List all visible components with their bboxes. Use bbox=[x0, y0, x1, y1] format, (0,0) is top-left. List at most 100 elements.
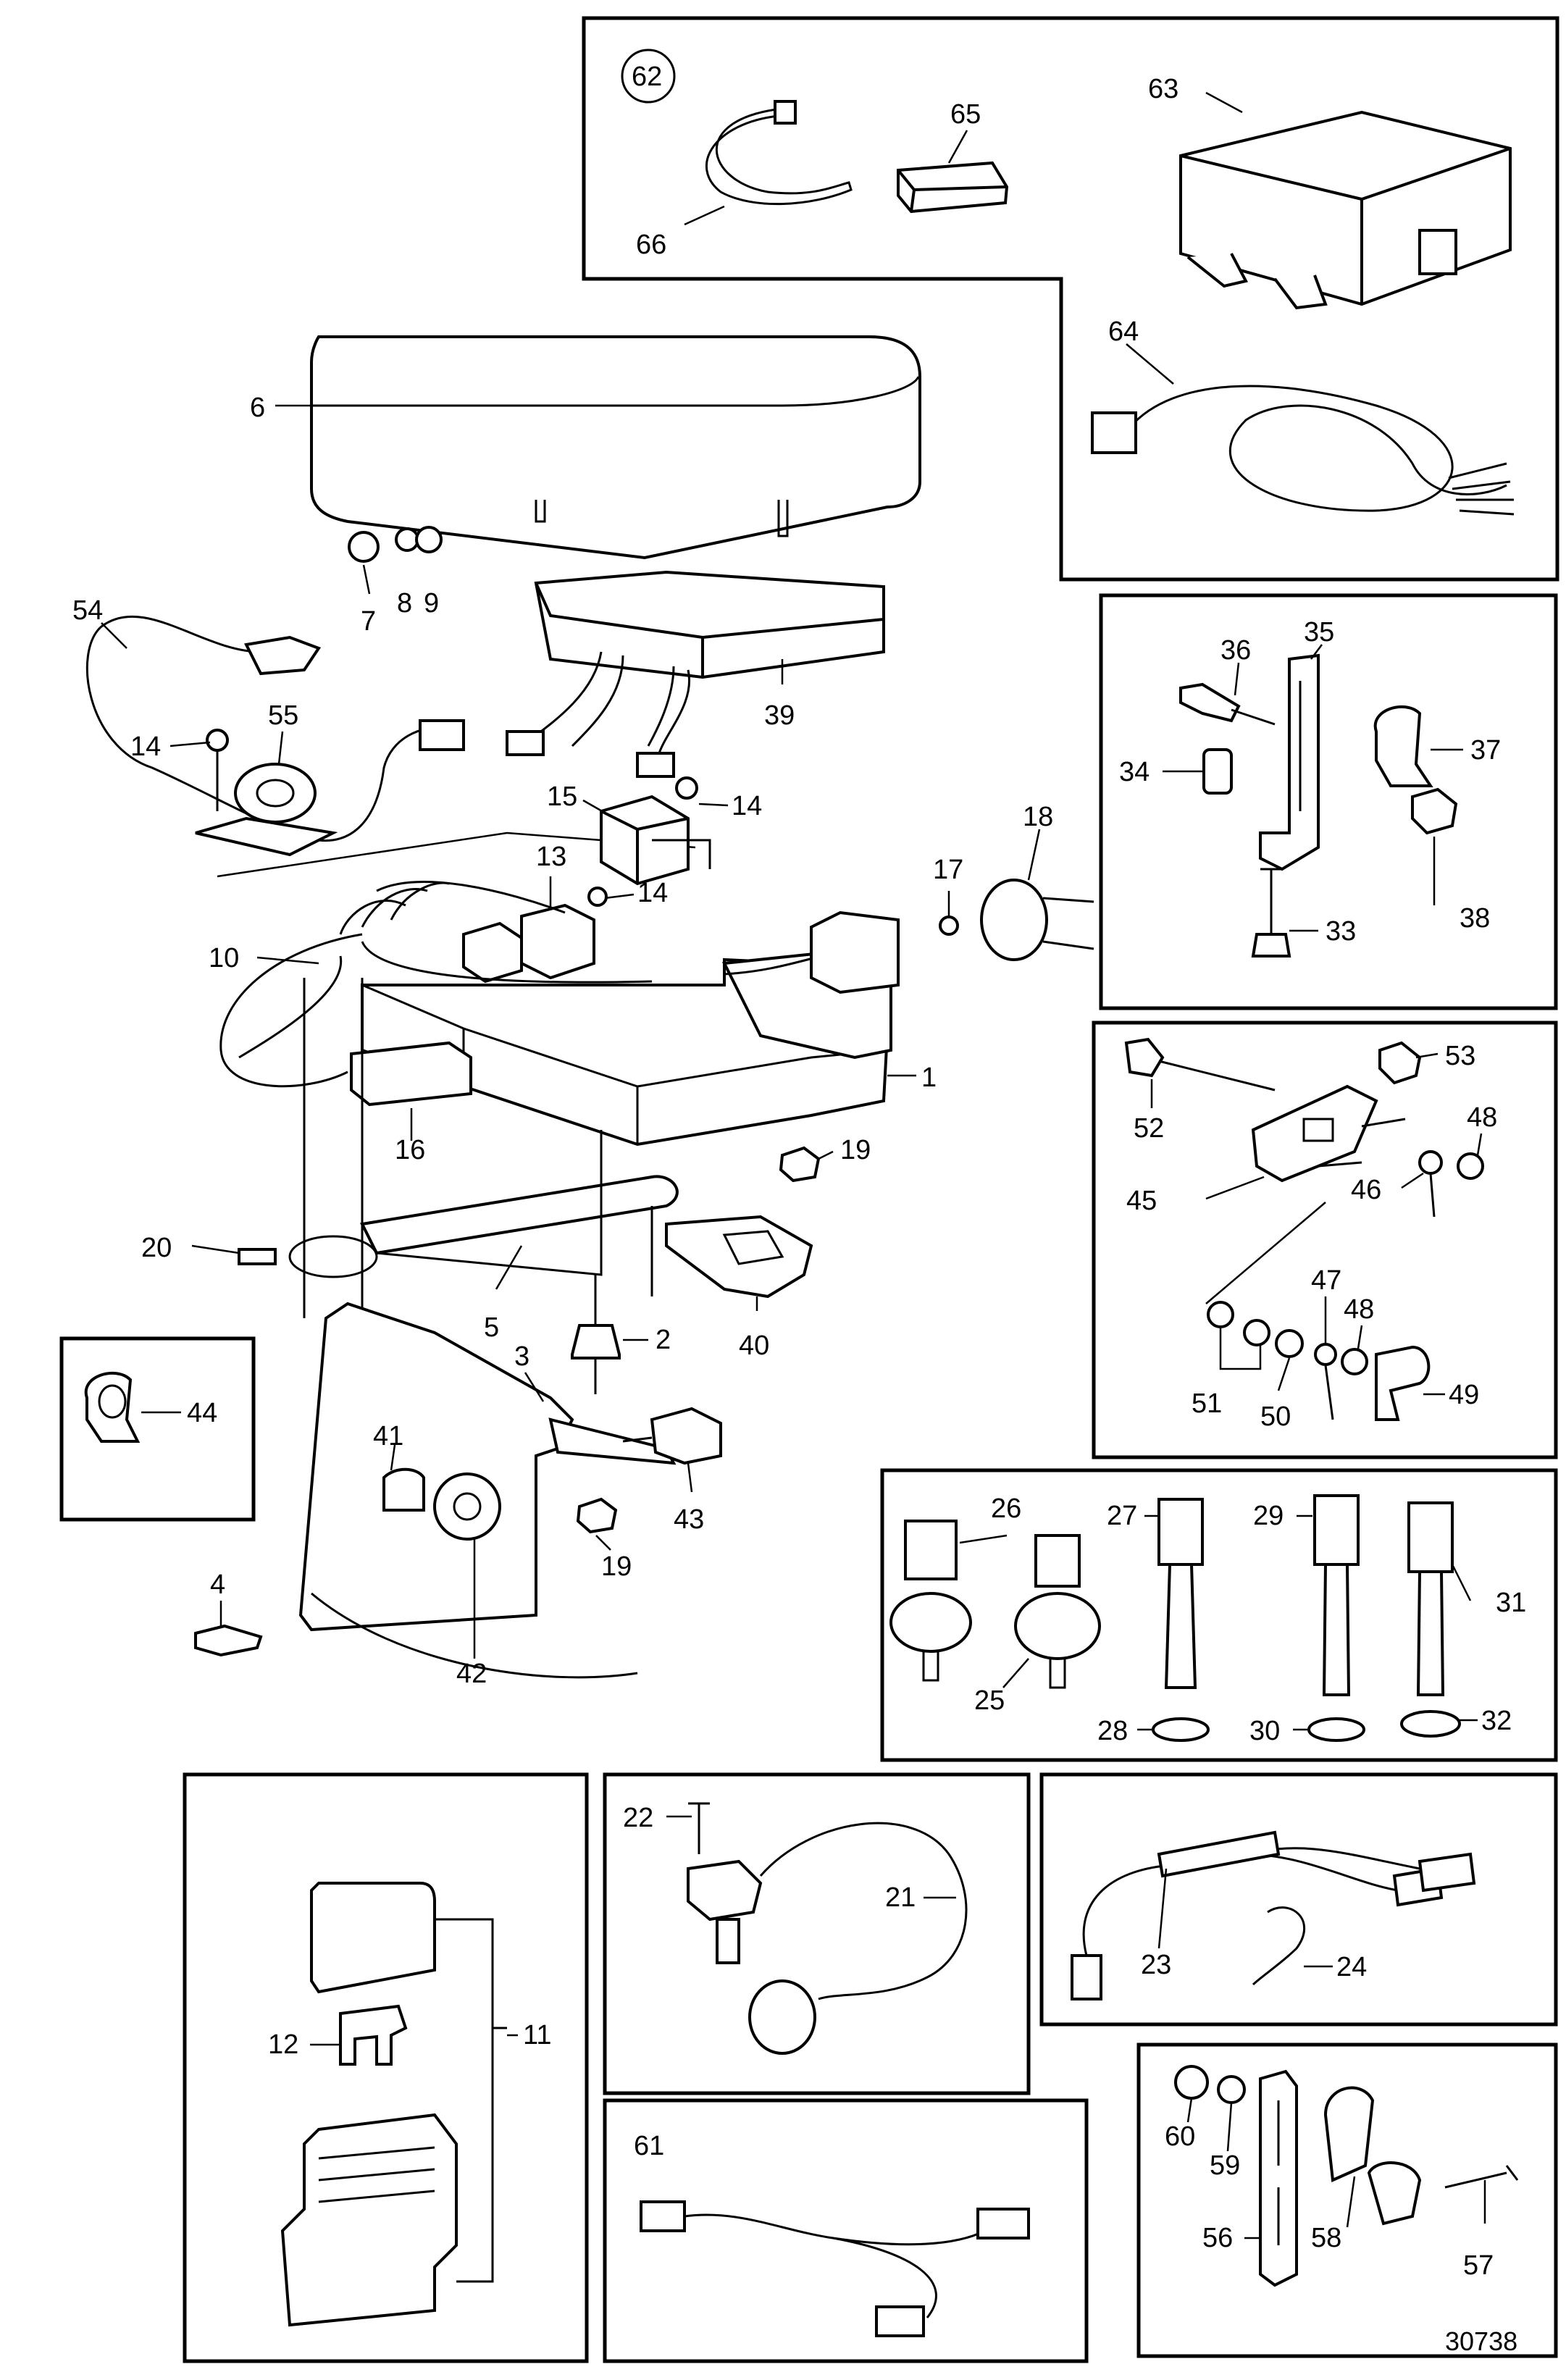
frame-cable-61 bbox=[603, 2098, 1089, 2363]
callout-27: 27 bbox=[1107, 1501, 1137, 1531]
bolt-14-a-head bbox=[206, 729, 229, 752]
nut-53 bbox=[1378, 1041, 1422, 1085]
cover-6-slot-right bbox=[777, 500, 789, 537]
control-module-39 bbox=[534, 570, 885, 679]
callout-35: 35 bbox=[1304, 617, 1334, 648]
lead-66 bbox=[684, 205, 725, 226]
support-rod bbox=[376, 1130, 653, 1296]
washer-30 bbox=[1307, 1717, 1365, 1742]
clamp-58-a bbox=[1323, 2086, 1375, 2182]
sensor-31 bbox=[1407, 1501, 1454, 1573]
cap-49 bbox=[1375, 1345, 1431, 1421]
terminal-46-lead bbox=[1429, 1173, 1436, 1218]
stud-46-a bbox=[1361, 1118, 1406, 1128]
clamp-20-tab bbox=[238, 1248, 277, 1265]
callout-19-a: 19 bbox=[840, 1135, 871, 1165]
ecu-foot-right bbox=[1273, 275, 1328, 310]
lead-14b bbox=[698, 803, 729, 807]
callout-23: 23 bbox=[1141, 1950, 1171, 1980]
plug-61-c bbox=[875, 2305, 925, 2337]
ecu-connector bbox=[1418, 229, 1457, 275]
bracket-11 bbox=[435, 1918, 507, 2283]
clamp-37 bbox=[1373, 705, 1433, 787]
callout-50: 50 bbox=[1260, 1401, 1291, 1432]
frame-speed-sensor bbox=[603, 1772, 1031, 2095]
washer-59 bbox=[1217, 2075, 1246, 2104]
callout-47: 47 bbox=[1311, 1265, 1341, 1296]
lead-36 bbox=[1234, 662, 1240, 696]
nut-48-a bbox=[1457, 1152, 1484, 1180]
sensor-26-thread bbox=[922, 1651, 939, 1682]
lead-3 bbox=[524, 1372, 545, 1402]
lead-58 bbox=[1346, 2176, 1356, 2228]
bolt-52-shank bbox=[1158, 1060, 1276, 1091]
lead-46 bbox=[1401, 1172, 1424, 1189]
bracket-40-window bbox=[722, 1230, 784, 1265]
callout-56: 56 bbox=[1202, 2223, 1233, 2253]
callout-60: 60 bbox=[1165, 2121, 1195, 2152]
callout-63: 63 bbox=[1148, 74, 1178, 104]
bracket-56 bbox=[1259, 2069, 1298, 2287]
cable-tie-24 bbox=[1252, 1906, 1306, 1986]
callout-64: 64 bbox=[1108, 317, 1139, 347]
frame-bracket-kit bbox=[1099, 593, 1558, 1010]
callout-53: 53 bbox=[1445, 1041, 1475, 1071]
sensor-21-probe bbox=[716, 1918, 740, 1964]
connector-18-cable bbox=[1042, 897, 1094, 950]
lead-60 bbox=[1186, 2098, 1193, 2123]
fuse-base-ribs bbox=[318, 2146, 435, 2203]
cable-23-sleeve bbox=[1157, 1830, 1281, 1878]
callout-14-a: 14 bbox=[130, 732, 161, 762]
gauge-42 bbox=[433, 1472, 501, 1541]
lead-53 bbox=[1415, 1052, 1439, 1059]
switch-43-stem bbox=[622, 1436, 653, 1443]
clamp-44 bbox=[84, 1372, 141, 1443]
cable-23 bbox=[1082, 1847, 1420, 1956]
screw-7-head bbox=[348, 531, 380, 563]
callout-61: 61 bbox=[634, 2131, 664, 2161]
frame-clamp bbox=[59, 1336, 256, 1522]
lead-31 bbox=[1451, 1564, 1472, 1601]
lead-64 bbox=[1126, 343, 1174, 385]
washer-32 bbox=[1400, 1710, 1461, 1738]
callout-8: 8 bbox=[397, 588, 412, 619]
plug-61-b bbox=[976, 2208, 1030, 2239]
callout-52: 52 bbox=[1134, 1113, 1164, 1144]
lead-43 bbox=[687, 1462, 693, 1493]
plug-61-a bbox=[640, 2200, 686, 2232]
plate-3 bbox=[298, 1302, 574, 1632]
terminal-block-b bbox=[636, 752, 675, 778]
callout-28: 28 bbox=[1097, 1716, 1128, 1746]
bracket-45 bbox=[1251, 1084, 1378, 1183]
callout-66: 66 bbox=[636, 230, 666, 260]
callout-13: 13 bbox=[536, 842, 566, 872]
lead-25 bbox=[1002, 1658, 1029, 1688]
lamp-41 bbox=[382, 1467, 425, 1512]
lead-10 bbox=[256, 956, 319, 965]
callout-6: 6 bbox=[250, 393, 265, 423]
callout-54: 54 bbox=[72, 595, 103, 626]
connector-23-c bbox=[1071, 1954, 1102, 2000]
callout-24: 24 bbox=[1336, 1952, 1367, 1982]
sensor-21-cable bbox=[759, 1822, 968, 2000]
callout-2: 2 bbox=[656, 1325, 671, 1355]
relay-13 bbox=[520, 903, 595, 980]
callout-11: 11 bbox=[523, 2020, 551, 2050]
lead-50 bbox=[1277, 1357, 1291, 1391]
callout-37: 37 bbox=[1470, 735, 1501, 766]
bolt-36-shank bbox=[1231, 708, 1276, 726]
callout-40: 40 bbox=[739, 1331, 769, 1361]
callout-10: 10 bbox=[209, 943, 239, 973]
sensor-parts bbox=[889, 1494, 1461, 1742]
bolt-22 bbox=[688, 1802, 710, 1854]
frame-clamp-kit bbox=[1136, 2042, 1558, 2358]
lead-5 bbox=[495, 1245, 523, 1290]
washer-50-a bbox=[1243, 1319, 1270, 1346]
callout-30: 30 bbox=[1249, 1716, 1280, 1746]
cable-tie-66 bbox=[705, 107, 853, 206]
lead-59 bbox=[1226, 2102, 1233, 2152]
callout-45: 45 bbox=[1126, 1186, 1157, 1216]
terminal-47-lead bbox=[1324, 1365, 1334, 1420]
callout-1: 1 bbox=[921, 1063, 937, 1093]
